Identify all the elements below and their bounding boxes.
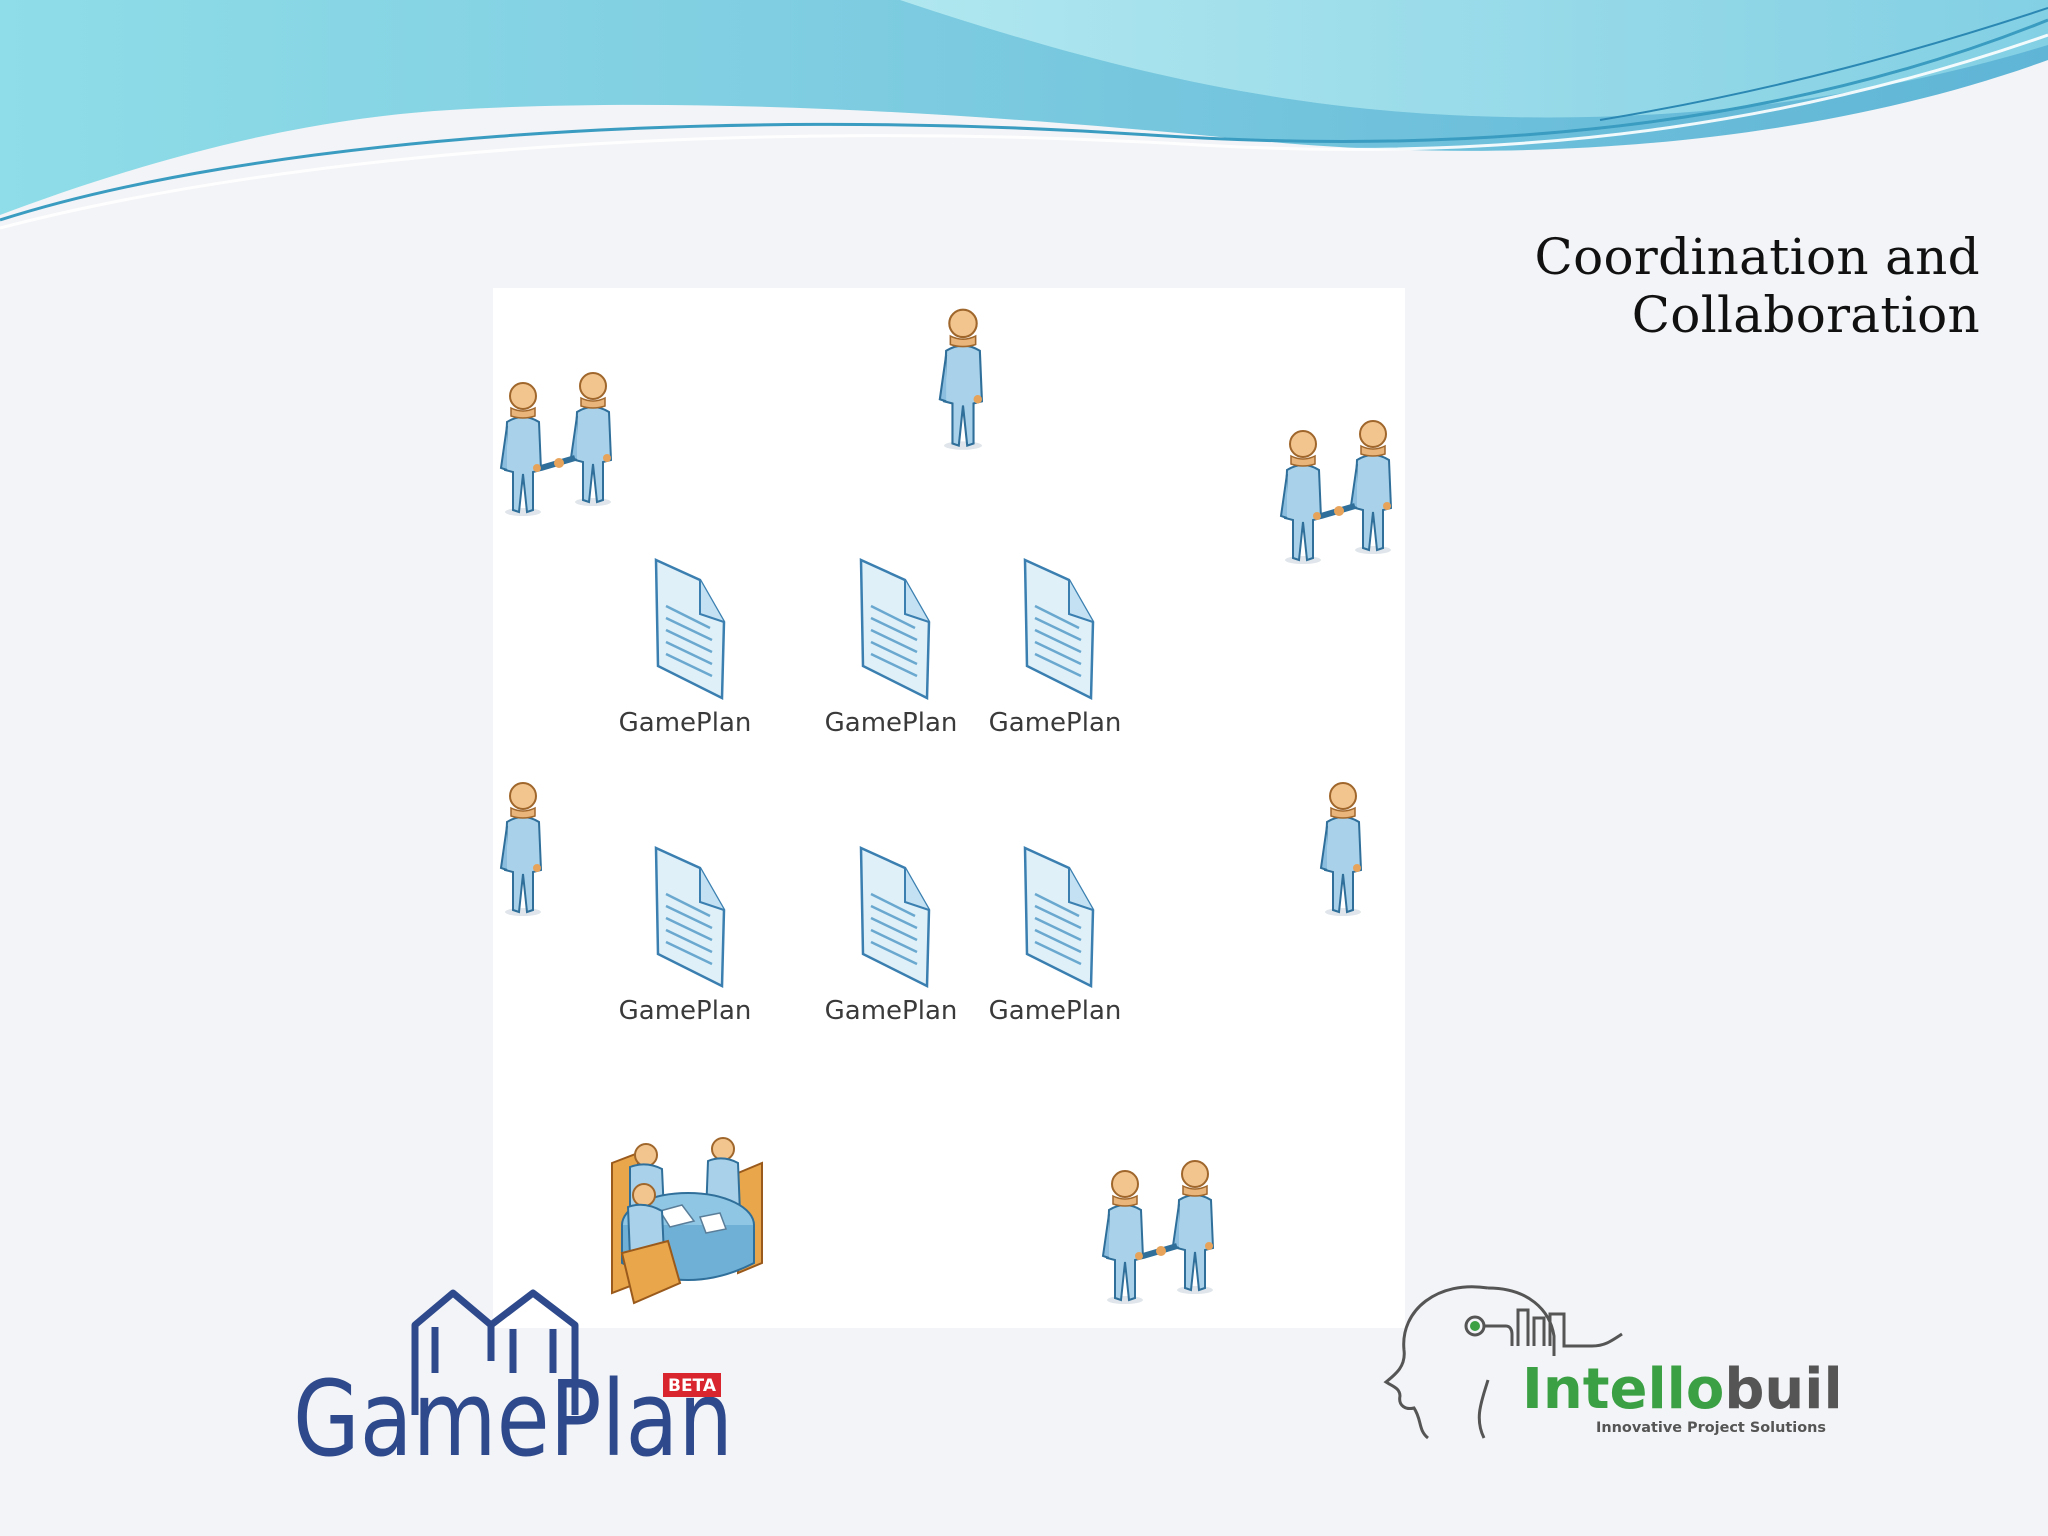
person-icon bbox=[938, 308, 984, 451]
beta-badge: BETA bbox=[668, 1376, 717, 1396]
document-icon bbox=[853, 844, 933, 994]
document-label: GamePlan bbox=[988, 708, 1122, 738]
handshake-icon bbox=[1102, 1160, 1214, 1305]
document-label: GamePlan bbox=[824, 708, 958, 738]
document-icon bbox=[648, 556, 728, 706]
slide-title: Coordination and Collaboration bbox=[1534, 228, 1980, 344]
meeting-table-icon bbox=[611, 1137, 763, 1305]
handshake-icon bbox=[1280, 420, 1392, 565]
header-wave bbox=[0, 0, 2048, 230]
handshake-icon bbox=[500, 372, 612, 517]
diagram-panel: GamePlan GamePlan GamePlan GamePlan Game… bbox=[493, 288, 1405, 1328]
svg-text:Intellobuild: Intellobuild bbox=[1522, 1357, 1838, 1422]
document-icon bbox=[1017, 556, 1097, 706]
gameplan-logo-text: GamePlan bbox=[293, 1358, 733, 1465]
intellobuild-logo: Intellobuild Innovative Project Solution… bbox=[1383, 1285, 1838, 1440]
intellobuild-tagline: Innovative Project Solutions bbox=[1596, 1420, 1826, 1436]
intellobuild-logo-text-main: Intello bbox=[1522, 1357, 1724, 1422]
document-icon bbox=[1017, 844, 1097, 994]
document-label: GamePlan bbox=[988, 996, 1122, 1026]
gameplan-logo: GamePlan BETA bbox=[293, 1289, 733, 1465]
intellobuild-logo-text-accent: build bbox=[1724, 1357, 1838, 1422]
person-icon bbox=[500, 782, 542, 917]
document-label: GamePlan bbox=[618, 996, 752, 1026]
person-icon bbox=[1320, 782, 1362, 917]
document-icon bbox=[853, 556, 933, 706]
document-icon bbox=[648, 844, 728, 994]
document-label: GamePlan bbox=[824, 996, 958, 1026]
document-label: GamePlan bbox=[618, 708, 752, 738]
